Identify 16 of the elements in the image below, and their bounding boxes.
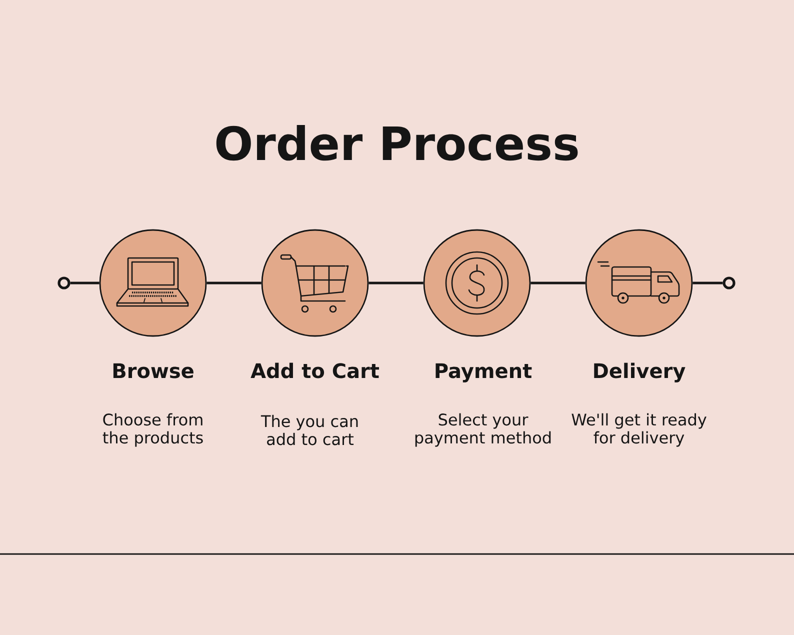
- step-description: Select your payment method: [415, 413, 551, 447]
- title: Order Process: [216, 125, 578, 161]
- connector-line: [70, 282, 100, 284]
- ring-marker: [58, 276, 70, 290]
- step-heading: Browse: [113, 363, 194, 378]
- connector-line: [692, 282, 723, 284]
- connector-line: [368, 282, 424, 284]
- step-heading: Add to Cart: [250, 362, 380, 378]
- step-heading: Delivery: [594, 362, 686, 382]
- ring-marker: [722, 276, 736, 290]
- step-heading: Payment: [436, 363, 532, 382]
- connector-line: [530, 282, 586, 284]
- step-description: Choose from the products: [102, 413, 203, 447]
- connector-line: [206, 282, 262, 284]
- step-description: We'll get it ready for delivery: [572, 413, 706, 447]
- step-description: The you can add to cart: [260, 414, 358, 446]
